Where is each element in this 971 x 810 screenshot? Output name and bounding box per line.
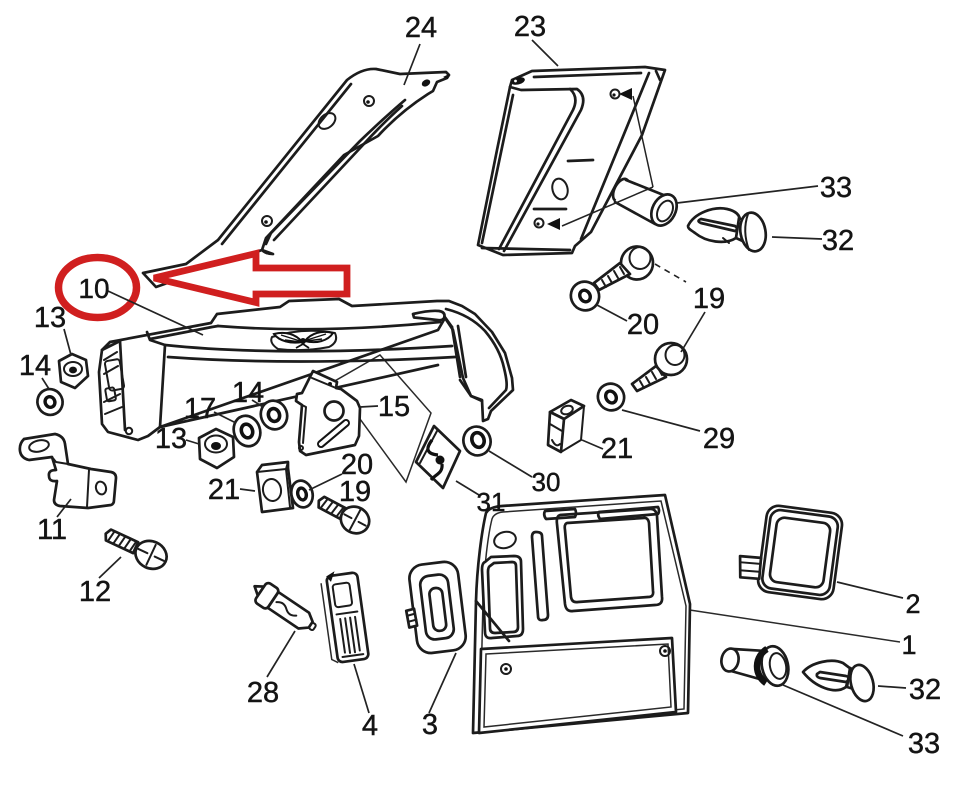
svg-text:14: 14 (232, 377, 264, 409)
svg-text:17: 17 (184, 393, 216, 425)
svg-text:23: 23 (514, 11, 546, 43)
svg-text:31: 31 (477, 487, 506, 517)
svg-text:2: 2 (905, 589, 920, 619)
svg-text:32: 32 (822, 225, 854, 257)
svg-text:12: 12 (79, 576, 111, 608)
svg-text:24: 24 (405, 12, 437, 44)
svg-text:33: 33 (820, 172, 852, 204)
svg-text:32: 32 (909, 674, 941, 706)
svg-text:1: 1 (901, 630, 916, 660)
svg-text:14: 14 (19, 350, 51, 382)
svg-text:3: 3 (422, 709, 438, 741)
svg-text:33: 33 (908, 728, 940, 760)
svg-text:21: 21 (208, 474, 240, 506)
svg-text:30: 30 (532, 467, 561, 497)
svg-text:28: 28 (247, 677, 279, 709)
svg-text:11: 11 (37, 514, 67, 546)
svg-text:13: 13 (34, 302, 66, 334)
svg-text:20: 20 (627, 309, 659, 341)
svg-text:21: 21 (601, 433, 633, 465)
svg-text:15: 15 (378, 391, 410, 423)
svg-text:13: 13 (155, 423, 187, 455)
svg-text:29: 29 (703, 423, 735, 455)
svg-text:10: 10 (78, 273, 109, 304)
svg-text:20: 20 (341, 449, 373, 481)
svg-text:19: 19 (339, 476, 371, 508)
svg-text:19: 19 (693, 283, 725, 315)
svg-text:4: 4 (362, 710, 378, 742)
